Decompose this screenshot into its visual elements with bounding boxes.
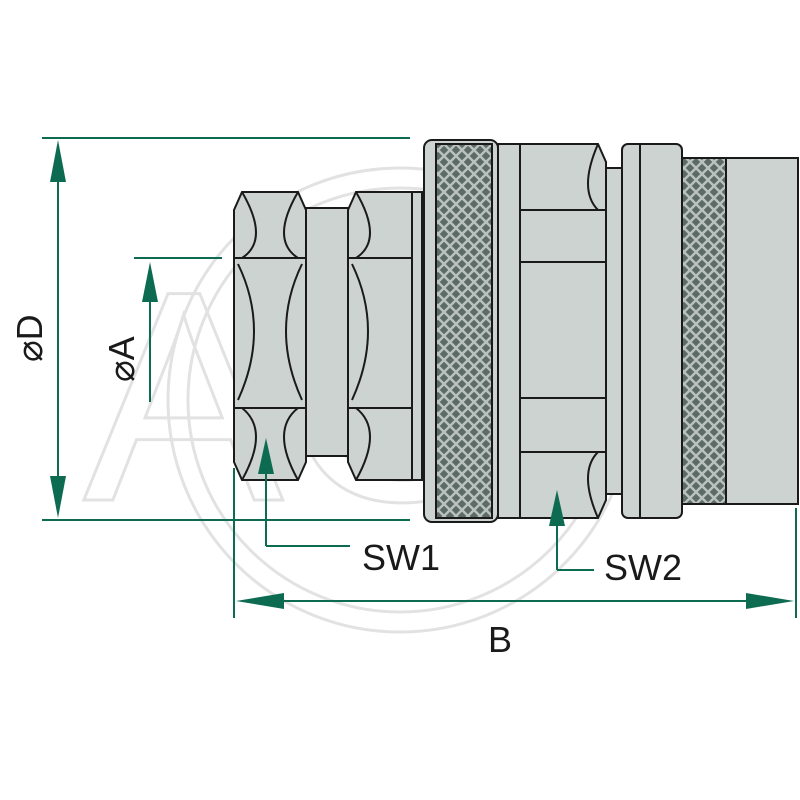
leader-sw1: SW1 — [258, 438, 440, 578]
label-sw2: SW2 — [604, 547, 682, 588]
hex-nut-sw1 — [233, 191, 307, 481]
dimension-b: B — [233, 468, 797, 660]
label-sw1: SW1 — [362, 537, 440, 578]
hex-body-middle — [347, 191, 423, 481]
label-b: B — [488, 619, 512, 660]
dimension-dia-a: ⌀A — [101, 257, 222, 402]
hex-body-sw2 — [497, 143, 623, 519]
leader-sw2: SW2 — [549, 490, 682, 588]
shaft — [305, 207, 351, 457]
dimension-dia-d: ⌀D — [9, 137, 410, 521]
label-dia-a: ⌀A — [101, 336, 142, 382]
coupling-end — [621, 143, 799, 519]
coupling-body — [233, 139, 799, 523]
knurled-sleeve — [423, 139, 499, 523]
label-dia-d: ⌀D — [9, 314, 50, 362]
